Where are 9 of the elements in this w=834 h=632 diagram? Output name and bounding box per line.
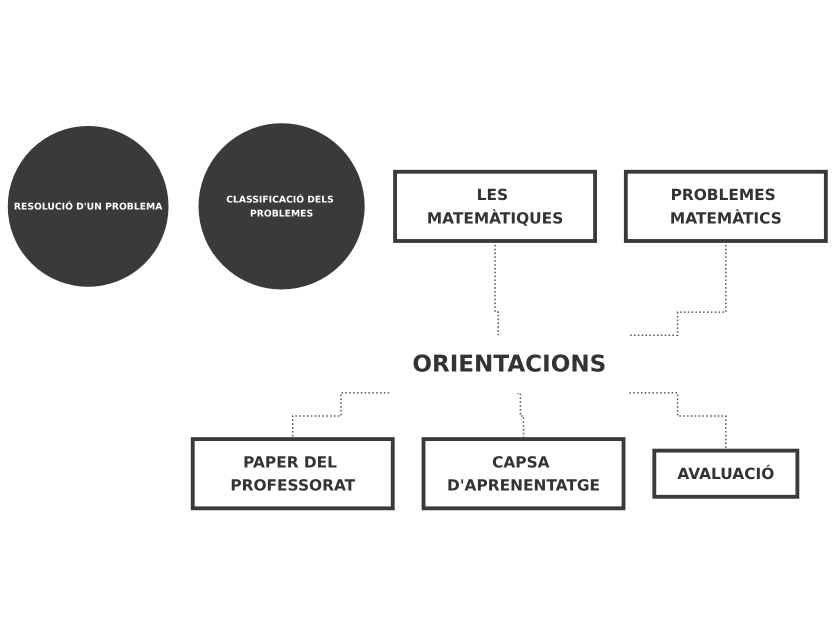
node-text: ORIENTACIONS [412,350,606,378]
node-box: LES MATEMÀTIQUES [393,170,597,243]
node-circle: RESOLUCIÓ D'UN PROBLEMA [8,126,168,287]
node-circle: CLASSIFICACIÓ DELS PROBLEMES [198,123,365,290]
node-box: CAPSA D'APRENENTATGE [422,437,626,510]
node-box: AVALUACIÓ [652,448,800,499]
node-box: PROBLEMES MATEMÀTICS [624,170,828,243]
connector [517,392,524,440]
node-box: PAPER DEL PROFESSORAT [190,437,395,510]
